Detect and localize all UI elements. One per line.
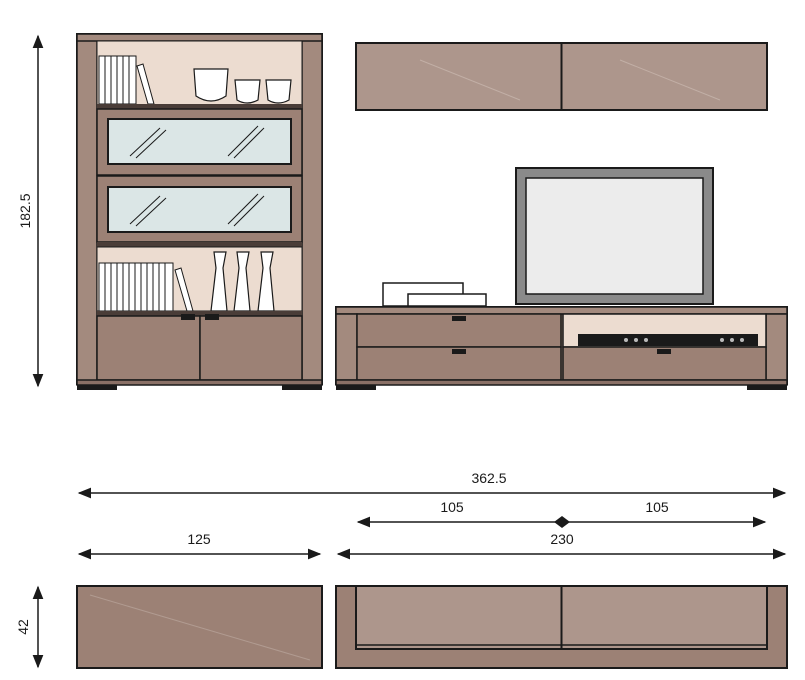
depth-label: 42 [15,619,31,635]
left-unit-width-label: 125 [187,531,211,547]
glass-reflection-1 [129,125,265,159]
half-width-dimension: 105 105 [356,499,767,528]
bowls [193,68,292,104]
height-dimension: 182.5 [17,34,44,388]
vases [210,251,275,312]
bookcase-unit [76,33,323,390]
books-bottom [98,262,194,312]
left-unit-width-dimension: 125 [77,531,322,560]
total-width-label: 362.5 [471,470,506,486]
height-label: 182.5 [17,193,33,228]
tv-board [335,282,788,390]
top-view-left [76,585,323,669]
total-width-dimension: 362.5 [77,470,787,499]
av-receiver [578,334,758,346]
tv-screen [515,167,714,305]
half-width-label-b: 105 [645,499,669,515]
top-view-right [335,585,788,669]
half-width-label-a: 105 [440,499,464,515]
glass-reflection-2 [129,193,265,227]
wall-cabinet [355,42,768,111]
right-unit-width-label: 230 [550,531,574,547]
depth-dimension: 42 [15,585,44,669]
right-unit-width-dimension: 230 [336,531,787,560]
